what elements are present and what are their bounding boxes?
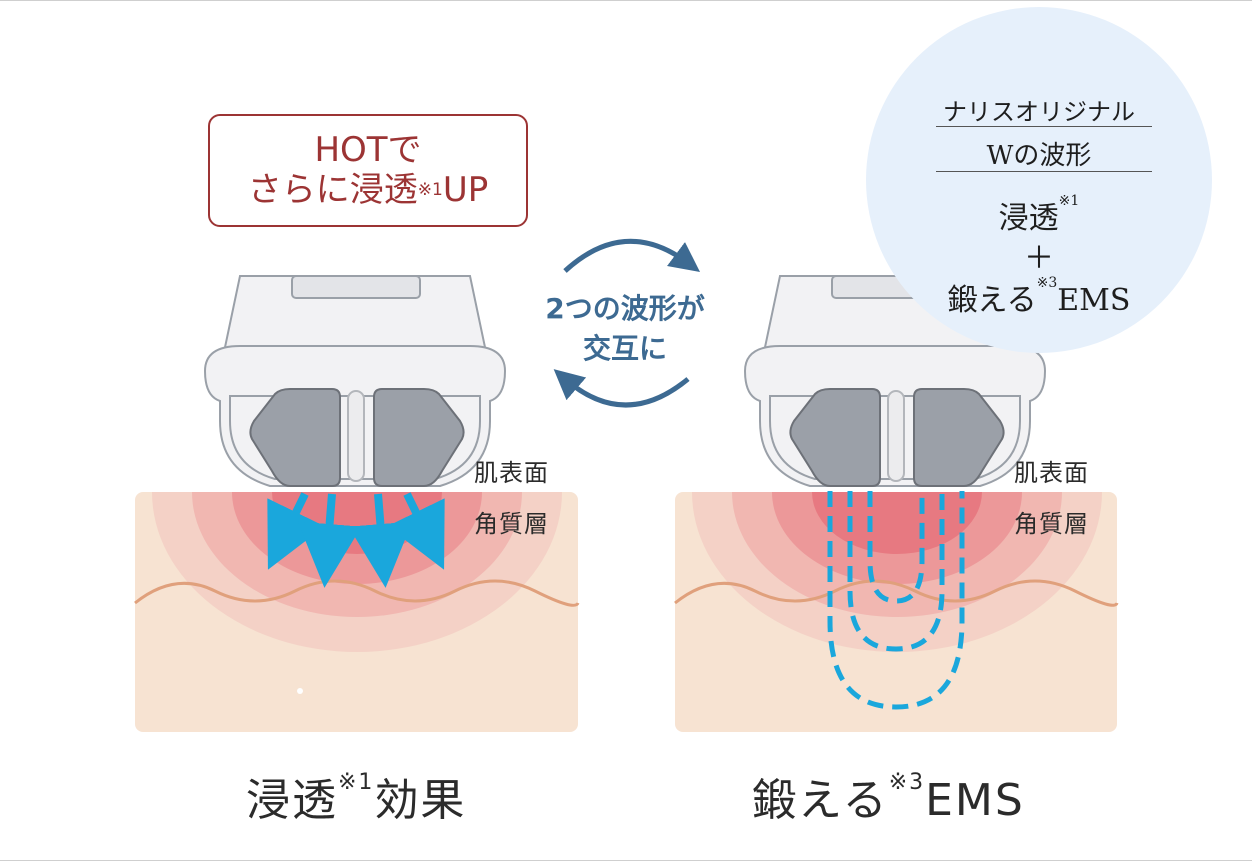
ems-current-lines — [827, 491, 965, 710]
bubble-line1: ナリスオリジナル — [943, 98, 1135, 126]
left-electrode-l — [249, 388, 341, 487]
hot-callout-line2: さらに浸透※1UP — [247, 170, 489, 210]
bubble-line4: 鍛える※3EMS — [947, 275, 1131, 318]
bubble-rule-1 — [936, 126, 1152, 127]
bubble-plus: ＋ — [1024, 241, 1054, 276]
left-device-head — [203, 275, 507, 487]
left-epidermis-line — [134, 579, 580, 607]
wave-label-line1: 2つの波形が — [545, 292, 705, 325]
penetration-arrows — [267, 492, 445, 588]
left-electrode-r — [373, 388, 465, 487]
wave-label-line2: 交互に — [582, 332, 667, 365]
hot-callout-line1: HOTで — [314, 130, 422, 170]
right-epidermis-line — [674, 579, 1119, 607]
right-electrode-r — [913, 388, 1005, 487]
original-wave-bubble: ナリスオリジナル Wの波形 浸透※1 ＋ 鍛える※3EMS — [866, 7, 1212, 353]
right-skin-surface-label: 肌表面 — [1014, 459, 1089, 487]
wave-alternation-label: 2つの波形が 交互に — [520, 289, 730, 369]
bubble-rule-2 — [936, 171, 1152, 172]
hot-callout: HOTで さらに浸透※1UP — [208, 114, 528, 227]
bubble-line3: 浸透※1 — [998, 193, 1080, 236]
left-skin-surface-label: 肌表面 — [474, 459, 549, 487]
left-stratum-corneum-label: 角質層 — [474, 510, 549, 538]
right-stratum-corneum-label: 角質層 — [1014, 510, 1089, 538]
bubble-line2: Wの波形 — [986, 141, 1092, 171]
cycle-arrows — [553, 238, 701, 408]
right-caption: 鍛える※3EMS — [752, 770, 1025, 826]
left-caption: 浸透※1効果 — [246, 770, 467, 826]
right-electrode-l — [789, 388, 881, 487]
